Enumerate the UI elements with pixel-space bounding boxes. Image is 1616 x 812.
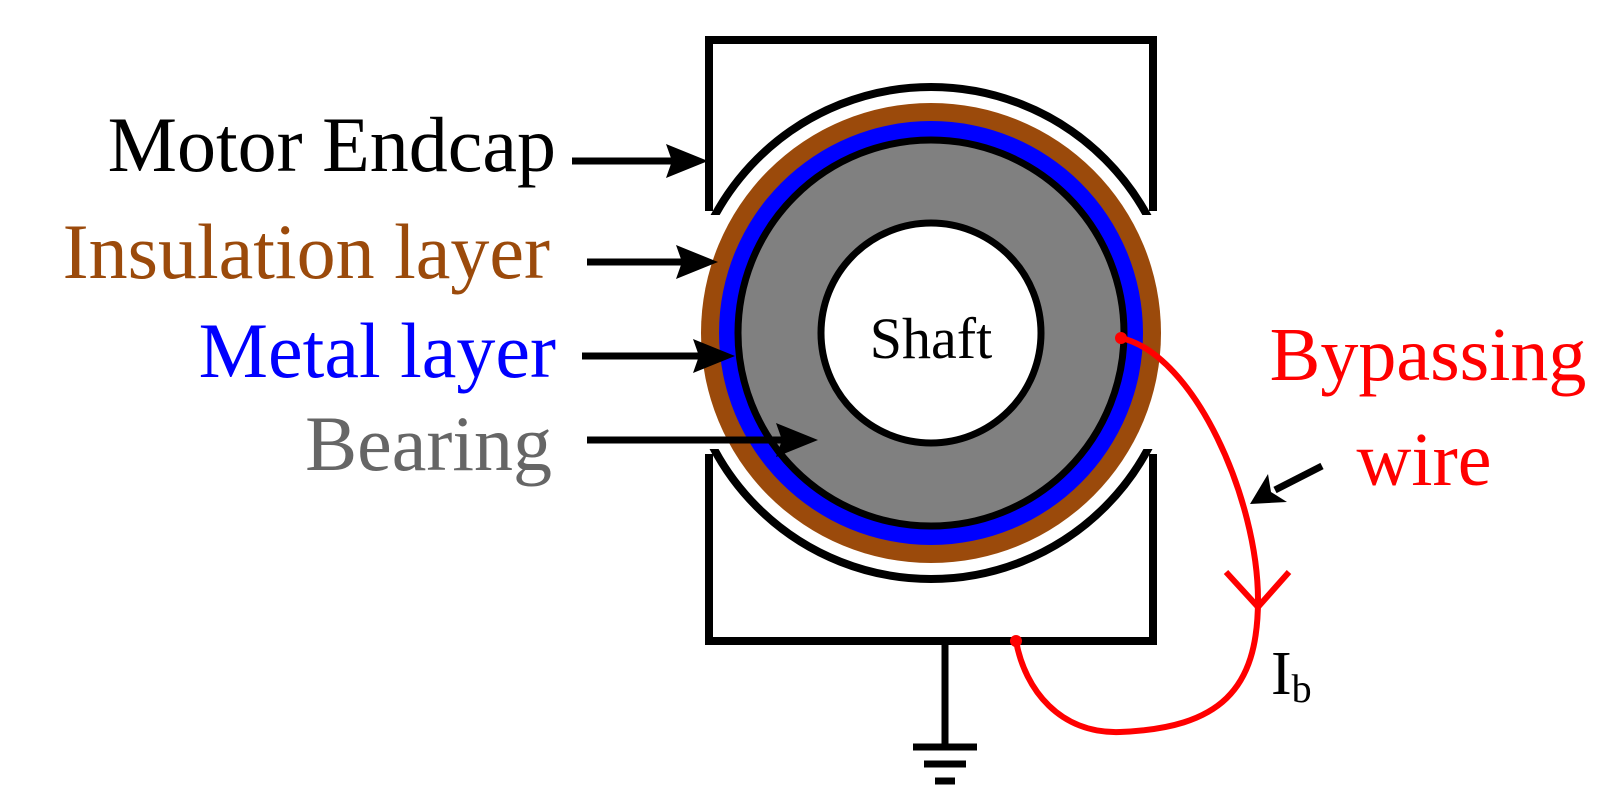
shaft [817, 219, 1045, 447]
label-insulation-layer: Insulation layer [63, 208, 550, 295]
label-bearing: Bearing [305, 400, 552, 487]
label-shaft: Shaft [870, 306, 992, 371]
endcap-arc-top [710, 83, 1152, 215]
label-wire: wire [1356, 418, 1491, 502]
label-bypassing: Bypassing [1270, 313, 1587, 397]
label-metal-layer: Metal layer [199, 307, 556, 394]
endcap-bottom [705, 454, 1157, 645]
current-arrow-icon [1223, 569, 1292, 612]
ground-symbol [913, 641, 977, 785]
arrow-bypass [1250, 462, 1324, 504]
label-current-ib: Ib [1271, 640, 1312, 711]
arrow-bearing [587, 423, 818, 457]
arrow-metal [582, 339, 735, 373]
arrow-insulation [587, 245, 718, 279]
wire-contact-endcap [1010, 635, 1022, 647]
endcap-top [705, 36, 1157, 211]
label-motor-endcap: Motor Endcap [108, 101, 556, 188]
bypass-wire [1013, 335, 1262, 736]
endcap-arc-bottom [709, 449, 1153, 583]
current-subscript: b [1292, 666, 1312, 711]
wire-contact-bearing [1115, 332, 1127, 344]
current-main: I [1271, 640, 1292, 708]
arrow-endcap [572, 144, 708, 178]
